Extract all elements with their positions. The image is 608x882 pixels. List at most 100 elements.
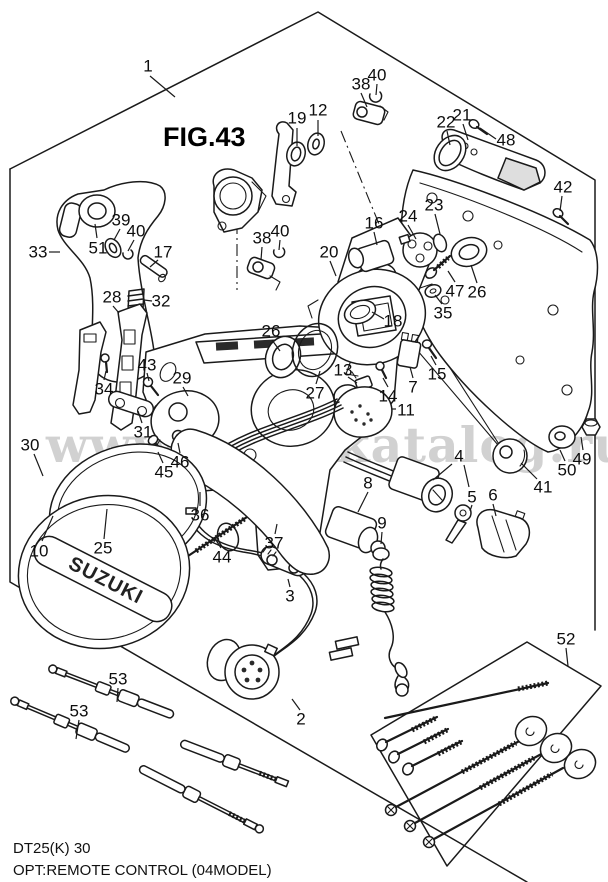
part-label-21: 21 [452,105,472,125]
part-label-42: 42 [553,177,573,197]
bushing-26-right [450,236,488,268]
part-label-11: 11 [397,400,415,420]
washer-50 [548,425,576,449]
figure-title: FIG.43 [163,122,246,152]
washer-12 [307,132,325,156]
part-label-15: 15 [427,364,447,384]
wire-harness [186,398,399,661]
kit-caps [514,715,597,780]
part-label-49: 49 [572,449,592,469]
part-label-10: 10 [29,541,49,561]
part-label-28: 28 [102,287,122,307]
part-label-35: 35 [433,303,453,323]
part-label-29: 29 [172,368,192,388]
part-label-53: 53 [69,701,89,721]
part-label-47: 47 [445,281,465,301]
leader-lines [33,75,584,740]
part-label-1: 1 [143,56,153,76]
part-label-14: 14 [378,386,398,406]
neutral-switch-7 [396,331,422,369]
part-label-52: 52 [556,629,576,649]
part-label-45: 45 [154,462,174,482]
part-label-20: 20 [319,242,339,262]
part-label-18: 18 [383,311,403,331]
part-label-38: 38 [351,74,371,94]
part-label-33: 33 [28,242,48,262]
screw-47 [424,254,452,279]
clamp-38-top [352,100,389,126]
handle-lever-21 [433,128,546,191]
part-label-40: 40 [126,221,146,241]
model-code: DT25(K) 30 [13,840,91,857]
part-label-43: 43 [137,355,157,375]
ring-23 [432,233,448,253]
key-5 [445,504,472,544]
part-label-6: 6 [488,485,498,505]
part-label-2: 2 [296,709,306,729]
clamp-38-mid [246,256,281,291]
part-label-16: 16 [364,213,384,233]
part-label-19: 19 [287,108,307,128]
throttle-lever-19 [271,121,306,207]
snap-ring-40-top [368,91,383,103]
link-arm-34 [72,321,107,415]
part-label-5: 5 [467,487,477,507]
part-label-7: 7 [408,377,418,397]
screw-14 [375,361,388,380]
part-label-39: 39 [111,210,131,230]
footer-caption: DT25(K) 30 OPT:REMOTE CONTROL (04MODEL) [13,838,272,882]
screw-34 [100,353,110,374]
part-label-9: 9 [377,513,387,533]
washer-35 [424,284,442,298]
part-label-13: 13 [333,360,353,380]
cable-guide-bracket [212,168,267,233]
bushing-26-left [264,335,302,379]
part-label-3: 3 [285,586,295,606]
part-label-51: 51 [88,238,108,258]
part-label-40: 40 [367,65,387,85]
part-label-40: 40 [270,221,290,241]
kit-long-screws [384,735,565,849]
part-label-8: 8 [363,473,373,493]
snap-ring-40-mid [272,247,286,259]
washer-39 [104,237,122,259]
part-label-26: 26 [261,321,281,341]
connector-2 [206,638,280,700]
lever-cap-30: SUZUKI [17,494,191,650]
part-label-46: 46 [170,452,190,472]
kit-short-screws [376,715,464,776]
part-label-37: 37 [264,533,284,553]
grommet-41 [492,438,528,474]
option-description: OPT:REMOTE CONTROL (04MODEL) [13,861,272,879]
part-label-4: 4 [454,446,464,466]
ignition-switch-4 [388,456,453,513]
lock-plate-9-lanyard [369,547,410,697]
part-label-50: 50 [557,460,577,480]
nut-49 [581,418,601,436]
part-label-32: 32 [151,291,171,311]
part-label-31: 31 [133,422,153,442]
part-label-17: 17 [153,242,173,262]
part-label-48: 48 [496,130,516,150]
snap-ring-40-left [122,249,134,260]
part-label-41: 41 [533,477,553,497]
control-cable-53-lower [10,696,265,834]
part-label-30: 30 [20,435,40,455]
retainer-ring-18 [343,299,377,325]
part-label-44: 44 [212,547,232,567]
part-label-38: 38 [252,228,272,248]
screw-15 [421,339,438,360]
part-label-22: 22 [436,112,456,132]
part-label-27: 27 [305,383,325,403]
pin-17 [139,254,168,283]
link-31 [107,390,155,418]
switch-body-16 [347,239,395,273]
buzzer-11 [333,384,393,438]
part-label-23: 23 [424,195,444,215]
figure-border [9,11,596,882]
part-label-12: 12 [308,100,328,120]
part-label-34: 34 [94,379,114,399]
screw-48 [468,118,489,136]
